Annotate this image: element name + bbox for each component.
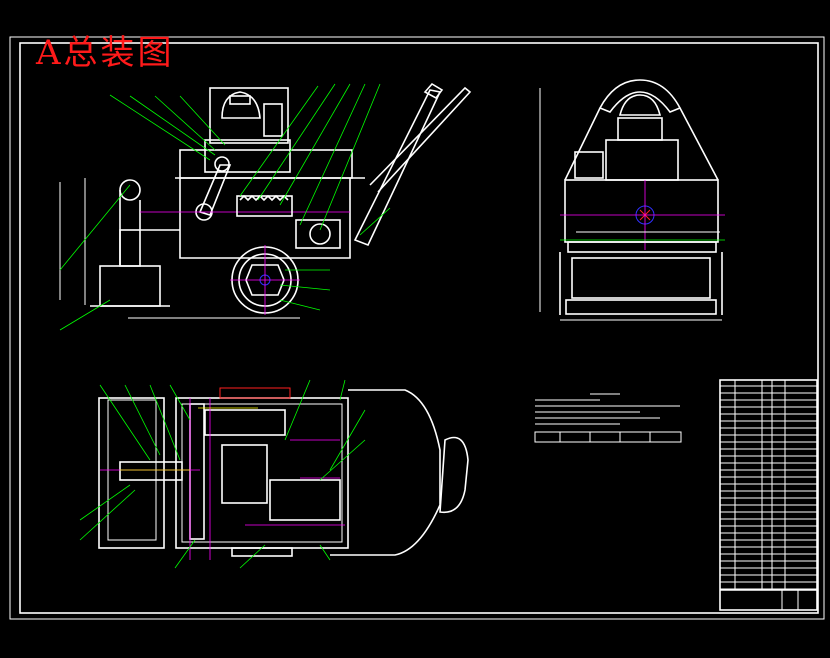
top-view: [79, 379, 469, 569]
drawing-title: A总装图: [36, 33, 175, 73]
technical-notes: [534, 393, 682, 443]
inner-border: [19, 42, 819, 614]
front-view: [59, 82, 472, 331]
parts-list-rows: [720, 385, 817, 590]
parts-list: [719, 379, 818, 611]
outer-border: [9, 36, 825, 620]
side-view: [539, 79, 725, 321]
